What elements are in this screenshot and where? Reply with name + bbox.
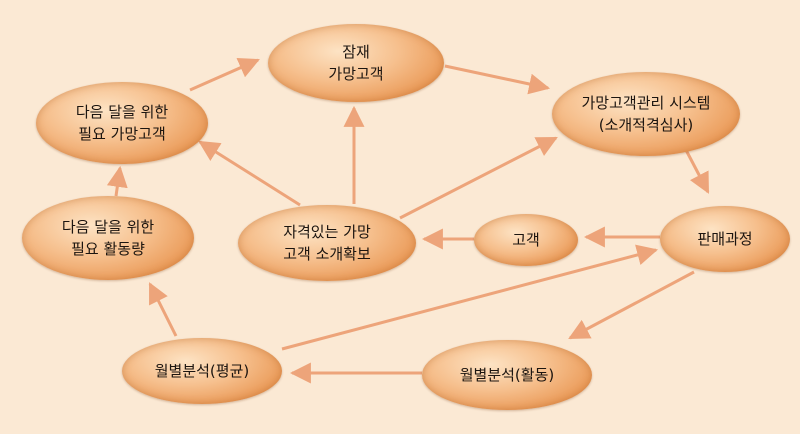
node-management-line2: (소개적격심사)	[598, 116, 694, 134]
node-monthly-analysis-average: 월별분석(평균)	[122, 338, 282, 404]
arrow-monthly-avg-to-next-activity	[148, 282, 178, 337]
arrow-mgmt-to-sales	[684, 149, 710, 194]
node-next-month-prospects: 다음 달을 위한 필요 가망고객	[36, 82, 208, 164]
node-prospect-management-system: 가망고객관리 시스템 (소개적격심사)	[552, 72, 740, 156]
node-next-month-activity-line2: 필요 활동량	[71, 240, 145, 258]
node-management-line1: 가망고객관리 시스템	[581, 94, 711, 112]
node-potential-line1: 잠재	[342, 43, 370, 61]
arrow-qualified-to-mgmt	[399, 136, 558, 220]
node-potential-prospect: 잠재 가망고객	[268, 24, 444, 102]
node-qualified-line2: 고객 소개확보	[283, 245, 371, 263]
arrow-next-customer-to-potential	[189, 58, 260, 92]
arrow-potential-to-mgmt	[444, 64, 551, 95]
arrow-qualified-to-next-customer	[198, 140, 301, 207]
node-customer-label: 고객	[512, 231, 540, 249]
node-next-month-activity-line1: 다음 달을 위한	[61, 218, 155, 236]
node-monthly-activity-label: 월별분석(활동)	[459, 366, 555, 384]
node-monthly-average-label: 월별분석(평균)	[154, 362, 250, 380]
node-next-month-prospects-line2: 필요 가망고객	[78, 125, 166, 143]
node-next-month-prospects-line1: 다음 달을 위한	[75, 103, 169, 121]
node-customer: 고객	[474, 214, 578, 266]
node-next-month-activity: 다음 달을 위한 필요 활동량	[22, 196, 194, 280]
arrow-next-activity-to-next-customer	[106, 165, 128, 197]
node-qualified-referrals: 자격있는 가망 고객 소개확보	[238, 205, 416, 281]
node-sales-process: 판매과정	[660, 206, 790, 272]
arrow-sales-to-monthly-activity	[568, 270, 695, 340]
node-potential-line2: 가망고객	[328, 65, 384, 83]
node-qualified-line1: 자격있는 가망	[283, 223, 371, 241]
node-sales-process-label: 판매과정	[697, 230, 753, 248]
arrow-monthly-avg-to-sales	[281, 244, 659, 351]
node-monthly-analysis-activity: 월별분석(활동)	[422, 340, 592, 410]
